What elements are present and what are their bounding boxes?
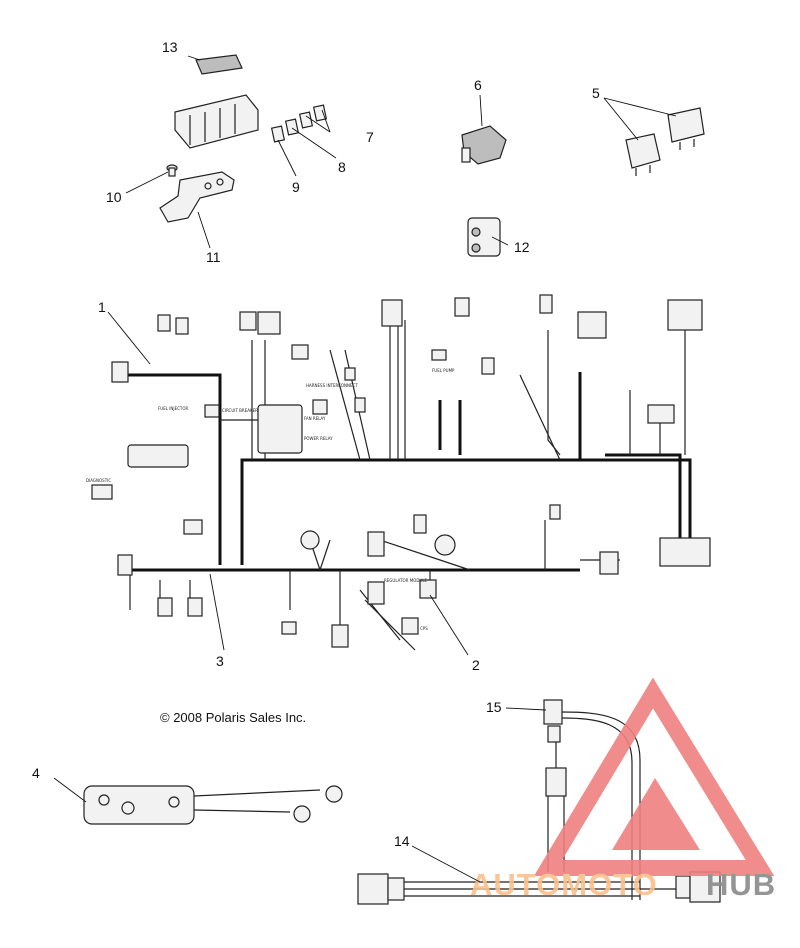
callout-6: 6: [474, 77, 482, 93]
watermark-inner-triangle-icon: [612, 778, 700, 850]
watermark-triangle-icon: [533, 677, 775, 876]
main-harness: [125, 320, 692, 651]
label-harness-interconnect: HARNESS INTERCONNECT: [306, 383, 358, 388]
part-11-bracket: [159, 171, 235, 223]
callout-3: 3: [216, 653, 224, 669]
callout-numbers: 13 6 5 7 8 9 10 11 12 1 3 2 4 15 14: [32, 39, 600, 849]
part-12-block: [467, 217, 501, 257]
label-cps: CPS: [420, 626, 428, 631]
harness-labels: FUEL INJECTOR DIAGNOSTIC CIRCUIT BREAKER…: [86, 368, 455, 631]
callout-7: 7: [366, 129, 374, 145]
watermark-logo: AUTOMOTO HUB: [470, 677, 776, 902]
label-power-relay: POWER RELAY: [304, 436, 333, 441]
label-circuit-breaker: CIRCUIT BREAKER: [222, 408, 258, 413]
callout-1: 1: [98, 299, 106, 315]
label-diagnostic: DIAGNOSTIC: [86, 478, 111, 483]
part-14-15-sub-harness: [357, 699, 721, 905]
part-7-8-9-fuses: [270, 104, 328, 143]
label-regulator-module: REGULATOR MODULE: [384, 578, 428, 583]
callout-13: 13: [162, 39, 178, 55]
watermark-text-left: AUTOMOTO: [470, 867, 658, 902]
part-5-relays: [625, 107, 705, 176]
callout-11: 11: [206, 249, 221, 265]
part-6-connector: [461, 125, 507, 165]
callout-9: 9: [292, 179, 300, 195]
callout-5: 5: [592, 85, 600, 101]
label-fan-relay: FAN RELAY: [304, 416, 326, 421]
leader-lines: [53, 55, 677, 883]
harness-connectors: [91, 294, 711, 648]
part-13-fuse-box: [174, 54, 259, 149]
callout-15: 15: [486, 699, 502, 715]
callout-8: 8: [338, 159, 346, 175]
callout-2: 2: [472, 657, 480, 673]
callout-4: 4: [32, 765, 40, 781]
copyright-text: © 2008 Polaris Sales Inc.: [160, 710, 306, 725]
watermark-text-right: HUB: [706, 867, 776, 902]
part-4-cable: [83, 785, 343, 825]
part-10-screw: [166, 164, 178, 177]
label-fuel-injector: FUEL INJECTOR: [158, 406, 189, 411]
callout-10: 10: [106, 189, 122, 205]
callout-14: 14: [394, 833, 410, 849]
callout-12: 12: [514, 239, 530, 255]
label-fuel-pump: FUEL PUMP: [432, 368, 455, 373]
